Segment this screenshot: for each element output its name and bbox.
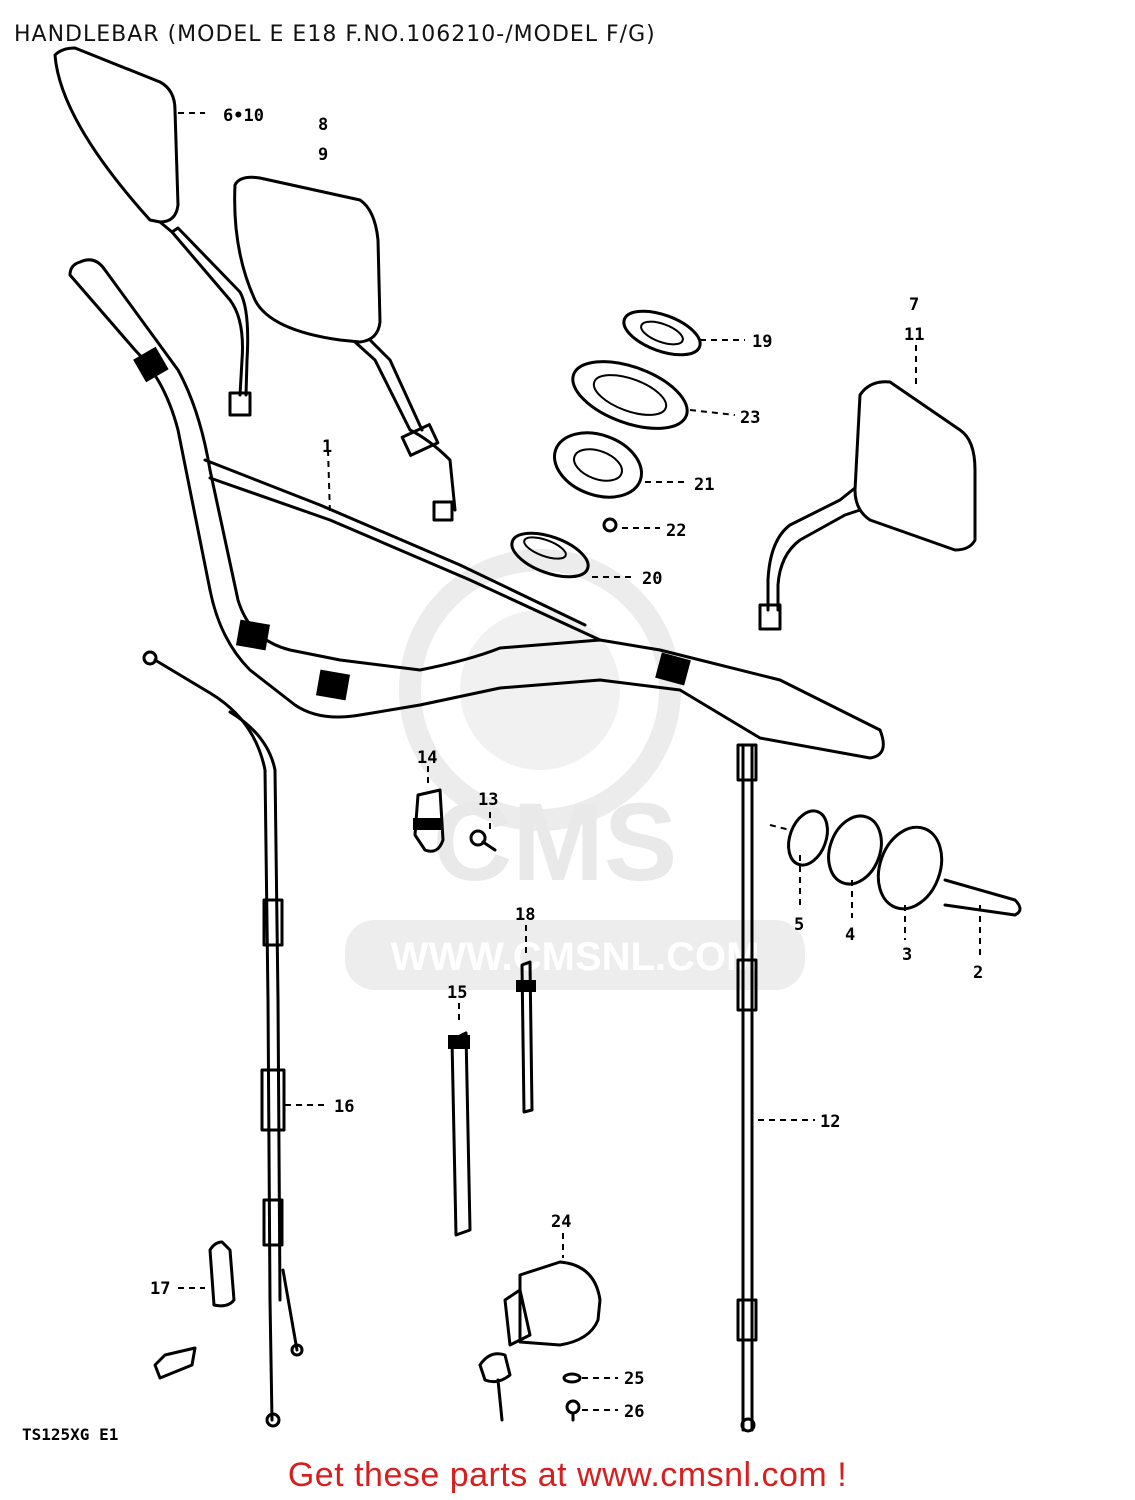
screw-13[interactable] <box>469 829 497 852</box>
screw-26[interactable] <box>565 1399 581 1422</box>
callout-9: 9 <box>318 145 328 165</box>
callout-21: 21 <box>694 475 714 495</box>
callout-15: 15 <box>447 983 467 1003</box>
callout-13: 13 <box>478 790 498 810</box>
part-17-cap[interactable] <box>208 1240 236 1308</box>
callout-labels: 6•10 8 9 1 19 23 21 22 20 7 11 14 13 5 4… <box>22 106 983 1444</box>
watermark-logo: CMS <box>433 781 677 904</box>
callout-18: 18 <box>515 905 535 925</box>
clamp-14[interactable] <box>413 788 445 853</box>
handlebar[interactable] <box>68 258 885 760</box>
ignition-switch[interactable] <box>478 1260 602 1422</box>
callout-7: 7 <box>909 295 919 315</box>
callout-24: 24 <box>551 1212 571 1232</box>
callout-16: 16 <box>334 1097 354 1117</box>
callout-20: 20 <box>642 569 662 589</box>
watermark: CMS WWW.CMSNL.COM <box>345 549 805 990</box>
part-18[interactable] <box>516 960 536 1114</box>
callout-3: 3 <box>902 945 912 965</box>
callout-5: 5 <box>794 915 804 935</box>
callout-6-10: 6•10 <box>223 106 264 126</box>
callout-4: 4 <box>845 925 855 945</box>
washer-25[interactable] <box>562 1372 582 1384</box>
callout-1: 1 <box>322 437 332 457</box>
part-15[interactable] <box>448 1031 472 1237</box>
switch-stack[interactable] <box>782 806 1022 918</box>
cable-16[interactable] <box>142 650 304 1428</box>
callout-14: 14 <box>417 748 437 768</box>
callout-26: 26 <box>624 1402 644 1422</box>
callout-25: 25 <box>624 1369 644 1389</box>
model-code: TS125XG E1 <box>22 1425 118 1444</box>
callout-11: 11 <box>904 325 924 345</box>
callout-17: 17 <box>150 1279 170 1299</box>
mirror-right[interactable] <box>758 380 977 631</box>
callout-19: 19 <box>752 332 772 352</box>
mirror-center[interactable] <box>233 175 457 522</box>
callout-12: 12 <box>820 1112 840 1132</box>
callout-2: 2 <box>973 963 983 983</box>
callout-8: 8 <box>318 115 328 135</box>
footer-link[interactable]: Get these parts at www.cmsnl.com ! <box>287 1456 848 1494</box>
handlebar-clamp-stack[interactable] <box>506 302 705 585</box>
watermark-url: WWW.CMSNL.COM <box>391 935 760 979</box>
diagram-title: HANDLEBAR (MODEL E E18 F.NO.106210-/MODE… <box>14 22 656 47</box>
small-tag <box>153 1346 197 1380</box>
mirror-left[interactable] <box>53 46 252 417</box>
callout-22: 22 <box>666 521 686 541</box>
callout-23: 23 <box>740 408 760 428</box>
cable-12[interactable] <box>736 743 758 1433</box>
